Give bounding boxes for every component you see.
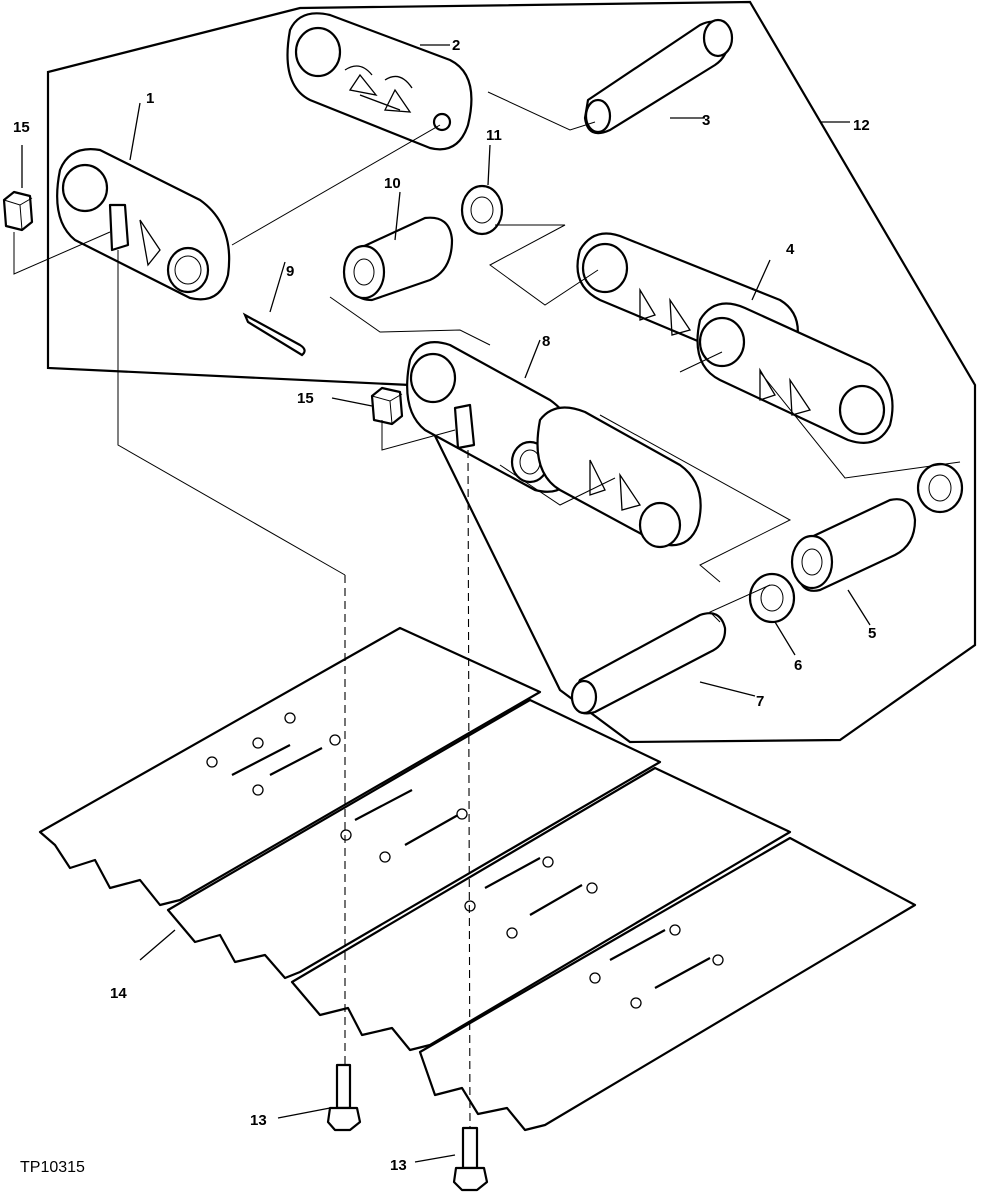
part-9-key bbox=[242, 312, 306, 357]
callout-13-b: 13 bbox=[390, 1157, 407, 1174]
callout-8: 8 bbox=[542, 333, 550, 350]
callout-14: 14 bbox=[110, 985, 127, 1002]
callout-15-b: 15 bbox=[297, 390, 314, 407]
part-3-pin bbox=[583, 18, 734, 135]
part-2-link bbox=[286, 12, 473, 151]
callout-15-a: 15 bbox=[13, 119, 30, 136]
callout-4: 4 bbox=[786, 241, 795, 258]
part-5-bushing bbox=[790, 498, 917, 592]
part-8-link-b bbox=[536, 406, 702, 549]
assembly-outline bbox=[46, 0, 977, 744]
part-13-bolt-a bbox=[326, 1063, 362, 1132]
part-13-bolt-b bbox=[452, 1126, 489, 1192]
callout-11: 11 bbox=[486, 127, 502, 144]
leader-lines bbox=[13, 44, 961, 1163]
part-6-seal bbox=[748, 572, 796, 624]
part-15-nut-a bbox=[2, 190, 34, 232]
callouts: 1 2 3 4 5 6 7 8 9 10 11 12 13 13 14 15 1… bbox=[13, 37, 876, 1174]
callout-7: 7 bbox=[756, 693, 764, 710]
callout-6: 6 bbox=[794, 657, 802, 674]
part-7-pin bbox=[570, 612, 727, 715]
callout-10: 10 bbox=[384, 175, 401, 192]
callout-3: 3 bbox=[702, 112, 710, 129]
part-11-seal bbox=[460, 184, 504, 236]
callout-9: 9 bbox=[286, 263, 294, 280]
callout-13-a: 13 bbox=[250, 1112, 267, 1129]
bolt-center-lines bbox=[344, 449, 471, 1129]
part-14-track-shoes bbox=[38, 626, 917, 1132]
part-4-link-b bbox=[696, 302, 894, 444]
callout-1: 1 bbox=[146, 90, 154, 107]
part-1-link bbox=[56, 148, 231, 301]
part-15-nut-b bbox=[370, 386, 404, 426]
part-5-seal-top bbox=[916, 462, 964, 514]
part-8-link bbox=[406, 341, 579, 493]
figure-id: TP10315 bbox=[20, 1159, 85, 1176]
callout-5: 5 bbox=[868, 625, 876, 642]
part-10-bushing bbox=[342, 216, 454, 302]
callout-2: 2 bbox=[452, 37, 460, 54]
callout-12: 12 bbox=[853, 117, 870, 134]
